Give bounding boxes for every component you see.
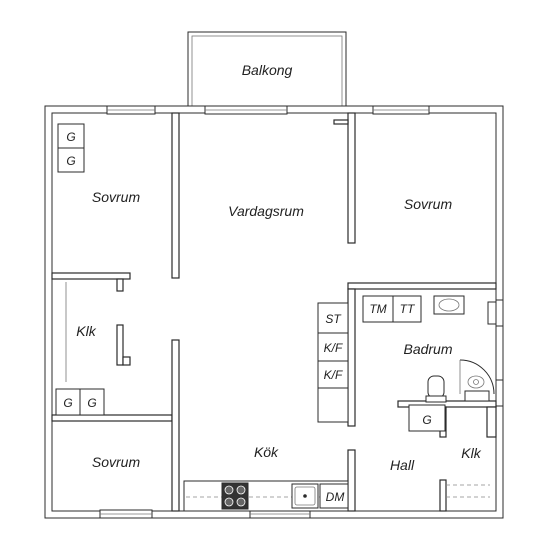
room-label-vardagsrum: Vardagsrum [228, 203, 304, 219]
interior-walls [51, 112, 497, 512]
room-label-klk-left: Klk [76, 323, 96, 339]
cabinet-label-kf-2: K/F [324, 368, 343, 382]
room-label-badrum: Badrum [403, 341, 452, 357]
wardrobe-label-g-bottom-2: G [87, 396, 96, 410]
wardrobes-bottom-left [55, 388, 105, 416]
wardrobe-label-g-hall: G [422, 413, 431, 427]
appliance-label-tm: TM [369, 302, 386, 316]
bathroom-fixtures [362, 295, 497, 403]
fixture-labels: G G G G ST K/F K/F TM TT G DM [63, 130, 431, 504]
door-openings [65, 282, 490, 498]
room-label-sovrum-bottom-left: Sovrum [92, 454, 141, 470]
wardrobe-label-g-bottom-1: G [63, 396, 72, 410]
room-label-kok: Kök [254, 444, 279, 460]
cabinet-label-st: ST [325, 312, 342, 326]
windows [99, 105, 504, 519]
kitchen-counter [183, 480, 349, 512]
room-label-klk-right: Klk [461, 445, 481, 461]
room-label-hall: Hall [390, 457, 415, 473]
kitchen-tall-cabinets [317, 302, 349, 423]
cabinet-label-kf-1: K/F [324, 341, 343, 355]
wardrobe-label-g-top-1: G [66, 130, 75, 144]
wardrobe-label-g-top-2: G [66, 154, 75, 168]
room-label-balkong: Balkong [242, 62, 293, 78]
room-label-sovrum-top-right: Sovrum [404, 196, 453, 212]
appliance-label-tt: TT [400, 302, 416, 316]
wardrobes-top-left [57, 123, 85, 173]
room-label-sovrum-top-left: Sovrum [92, 189, 141, 205]
appliance-label-dm: DM [326, 490, 345, 504]
room-labels: Balkong Sovrum Vardagsrum Sovrum Klk Bad… [76, 62, 481, 473]
